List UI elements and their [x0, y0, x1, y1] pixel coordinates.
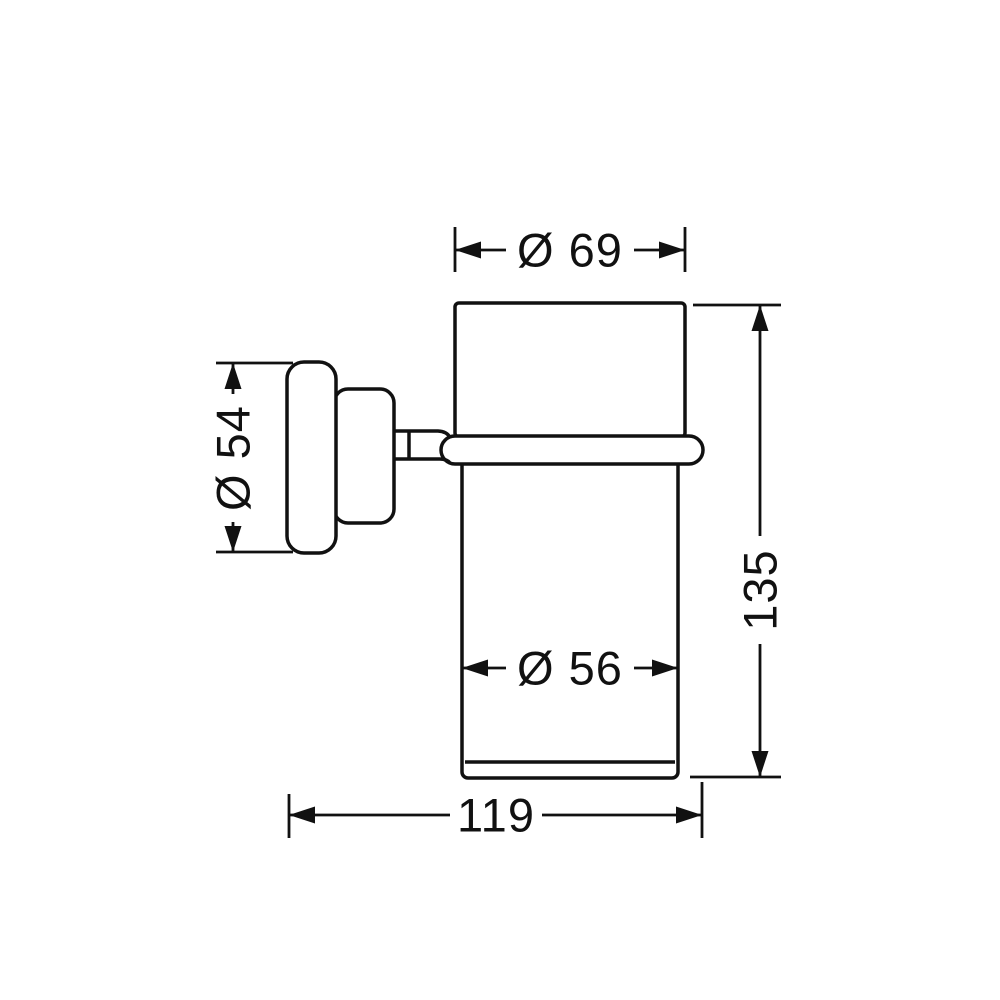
dimension-plate-diameter: Ø 54: [207, 361, 293, 554]
mount-body-outline: [332, 387, 396, 525]
arrowhead-left-icon: [289, 806, 315, 824]
wall-plate-outline: [285, 360, 338, 555]
dim-label-top-diameter: Ø 69: [517, 224, 623, 277]
arrowhead-up-icon: [751, 305, 769, 331]
arrowhead-down-icon: [751, 751, 769, 777]
arm-top-line: [390, 429, 452, 439]
dim-label-inner-diameter: Ø 56: [517, 642, 623, 695]
mounting-arm: [390, 429, 452, 465]
arrowhead-up-icon: [224, 363, 242, 389]
cup-top-outline: [453, 301, 687, 439]
cup-body-outline: [460, 435, 680, 780]
arrowhead-right-icon: [676, 806, 702, 824]
holder-collar-outline: [439, 434, 705, 466]
tumbler-holder-outline: [285, 301, 705, 780]
dimension-inner-diameter: Ø 56: [462, 642, 678, 695]
arrowhead-right-icon: [652, 659, 678, 677]
arrowhead-down-icon: [224, 526, 242, 552]
arrowhead-left-icon: [455, 241, 481, 259]
arrowhead-right-icon: [659, 241, 685, 259]
dimension-top-diameter: Ø 69: [453, 224, 687, 277]
dimension-overall-height: 135: [690, 303, 787, 779]
dimension-depth: 119: [287, 782, 704, 842]
arm-bottom-line: [390, 457, 452, 465]
dim-label-plate-diameter: Ø 54: [207, 405, 260, 511]
dim-label-depth: 119: [457, 789, 535, 842]
dim-label-overall-height: 135: [734, 549, 787, 630]
arrowhead-left-icon: [462, 659, 488, 677]
